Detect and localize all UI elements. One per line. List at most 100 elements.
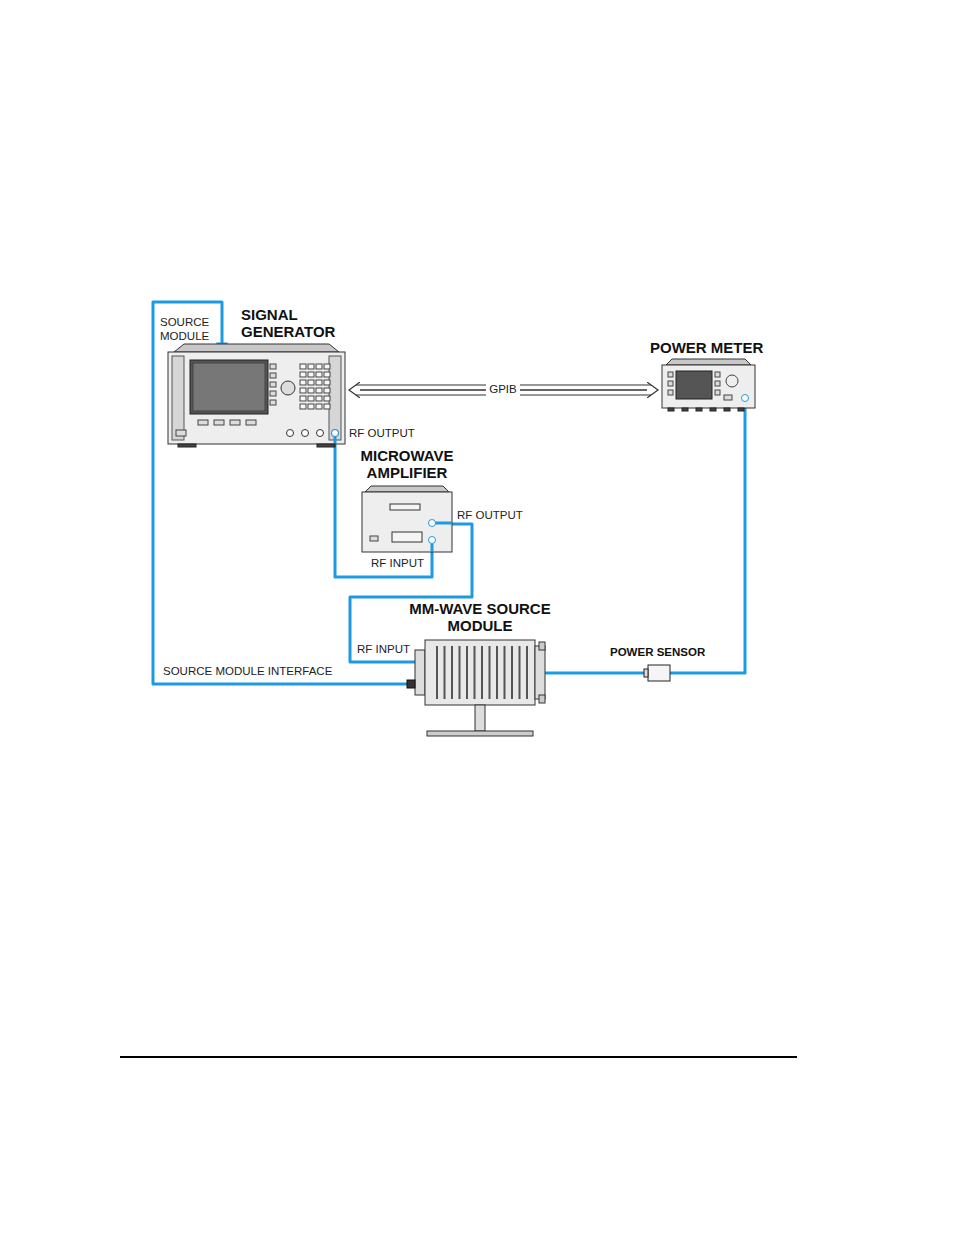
- microwave-amplifier: MICROWAVE AMPLIFIER: [362, 492, 452, 552]
- sensor-body: [648, 665, 670, 681]
- edge-label: GPIB: [486, 383, 519, 397]
- stand-post: [475, 705, 485, 731]
- case-front: [662, 365, 755, 408]
- mm-wave-source-module-drawing: [415, 640, 545, 705]
- cooling-fin: [444, 646, 446, 699]
- case-top: [365, 486, 449, 492]
- sensor-connector: [644, 669, 648, 677]
- instrument-heading: MM-WAVE SOURCE MODULE: [390, 600, 570, 635]
- port-label: SOURCE MODULE: [160, 316, 218, 344]
- cable-stub: [431, 544, 434, 553]
- foot: [696, 408, 702, 411]
- key: [308, 372, 314, 377]
- signal-generator: SIGNAL GENERATOR: [168, 352, 345, 444]
- nav-pad: [726, 375, 738, 387]
- key: [300, 372, 306, 377]
- softkey: [668, 390, 673, 395]
- softkey: [270, 400, 276, 405]
- key: [308, 404, 314, 409]
- case-front: [168, 352, 345, 444]
- key: [308, 396, 314, 401]
- footer-rule: [120, 1056, 797, 1058]
- rf-connector: [317, 430, 324, 437]
- key: [316, 364, 322, 369]
- key: [308, 364, 314, 369]
- rf-input-flange: [415, 650, 425, 695]
- softkey: [715, 372, 720, 377]
- cable-stub: [436, 522, 453, 525]
- front-key: [198, 420, 208, 425]
- key: [316, 372, 322, 377]
- front-key: [214, 420, 224, 425]
- rf-cable: [545, 672, 648, 675]
- cooling-fin: [496, 646, 498, 699]
- port-label: RF INPUT: [371, 557, 424, 571]
- softkey: [270, 364, 276, 369]
- cooling-fin: [466, 646, 468, 699]
- stand-base: [427, 731, 533, 736]
- cooling-fin: [451, 646, 453, 699]
- module-body: [425, 640, 535, 705]
- key: [324, 364, 330, 369]
- power-switch: [176, 430, 186, 436]
- foot: [317, 444, 335, 447]
- flange-screw: [539, 642, 545, 650]
- waveguide-flange: [535, 646, 545, 699]
- microwave-amplifier-drawing: [362, 492, 452, 552]
- display-glass: [193, 363, 265, 411]
- key: [316, 404, 322, 409]
- port-label: RF OUTPUT: [349, 427, 415, 441]
- softkey: [715, 381, 720, 386]
- key: [316, 388, 322, 393]
- key: [324, 372, 330, 377]
- mm-wave-source-module: MM-WAVE SOURCE MODULE: [415, 640, 545, 705]
- rf-input-port: [429, 537, 436, 544]
- power-sensor-drawing: [648, 665, 670, 681]
- front-key: [246, 420, 256, 425]
- rf-connector: [302, 430, 309, 437]
- rf-output-port: [429, 520, 436, 527]
- key: [300, 404, 306, 409]
- port-label: RF OUTPUT: [457, 509, 523, 523]
- key: [316, 396, 322, 401]
- cooling-fin: [504, 646, 506, 699]
- cooling-fin: [459, 646, 461, 699]
- power-switch: [370, 536, 378, 541]
- key: [324, 396, 330, 401]
- instrument-heading: MICROWAVE AMPLIFIER: [337, 447, 477, 482]
- power-sensor: POWER SENSOR: [648, 665, 670, 681]
- port-label: RF INPUT: [357, 643, 410, 657]
- signal-generator-drawing: [168, 352, 345, 444]
- cooling-fin: [436, 646, 438, 699]
- display-screen: [676, 371, 712, 399]
- instrument-heading: POWER METER: [650, 339, 763, 356]
- key: [724, 395, 732, 400]
- key: [300, 380, 306, 385]
- power-meter-drawing: [662, 365, 755, 408]
- cooling-fin: [519, 646, 521, 699]
- display-screen: [190, 360, 268, 414]
- key: [308, 380, 314, 385]
- cooling-fin: [481, 646, 483, 699]
- rotary-knob: [281, 381, 295, 395]
- cooling-fin: [526, 646, 528, 699]
- rf-connector: [287, 430, 294, 437]
- key: [324, 404, 330, 409]
- key: [324, 388, 330, 393]
- power-meter: POWER METER: [662, 365, 755, 408]
- foot: [738, 408, 744, 411]
- key: [300, 364, 306, 369]
- softkey: [270, 382, 276, 387]
- key: [300, 396, 306, 401]
- front-key: [230, 420, 240, 425]
- rf-output-port: [332, 430, 339, 437]
- instrument-heading: SIGNAL GENERATOR: [241, 306, 353, 341]
- label-plate: [392, 532, 422, 542]
- key: [324, 380, 330, 385]
- rf-cable: [670, 408, 745, 673]
- cooling-fin: [511, 646, 513, 699]
- case-top: [666, 359, 751, 365]
- interface-plug: [407, 680, 415, 688]
- foot: [178, 444, 196, 447]
- rf-connector: [332, 430, 339, 437]
